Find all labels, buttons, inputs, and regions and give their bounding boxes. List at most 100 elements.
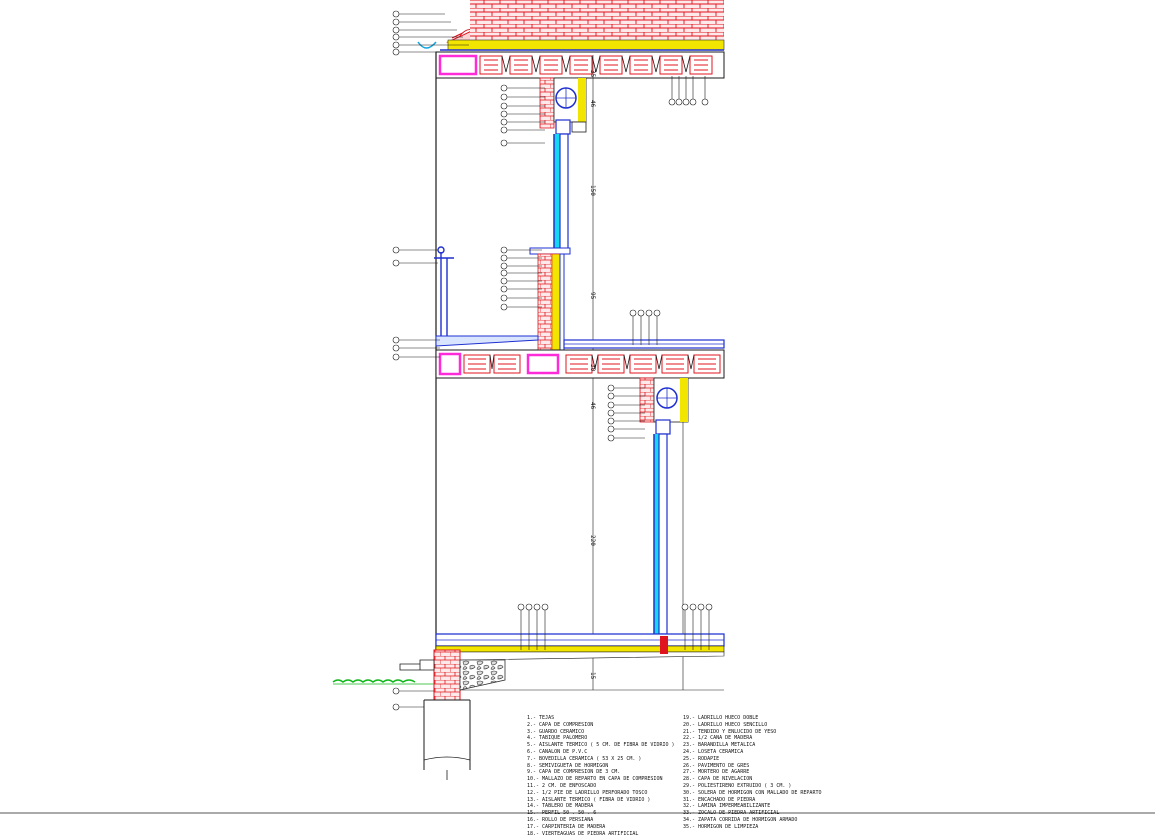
legend-item: 19.- LADRILLO HUECO DOBLE	[683, 715, 759, 721]
legend-item: 20.- LADRILLO HUECO SENCILLO	[683, 721, 768, 728]
legend-item: 6.- CANALON DE P.V.C	[527, 748, 588, 755]
callout-marker	[392, 703, 400, 711]
callout-marker	[689, 98, 697, 106]
callout-marker	[500, 262, 508, 270]
callout-marker	[668, 98, 676, 106]
callout-marker	[392, 336, 400, 344]
legend-item: 32.- LAMINA IMPERMEABILIZANTE	[683, 803, 771, 810]
callout-marker	[629, 309, 637, 317]
legend-item: 7.- BOVEDILLA CERAMICA ( 53 X 25 CM. )	[527, 755, 642, 762]
legend-item: 21.- TENDIDO Y ENLUCIDO DE YESO	[683, 728, 777, 735]
dim-35: 35	[589, 70, 596, 78]
dim-30: 30	[589, 364, 596, 372]
intermediate-slab	[435, 349, 725, 379]
legend-item: 2.- CAPA DE COMPRESION	[527, 721, 594, 728]
callout-marker	[607, 417, 615, 425]
lower-lintel	[639, 377, 689, 435]
legend-item: 17.- CARPINTERIA DE MADERA	[527, 823, 606, 830]
legend-item: 13.- AISLANTE TERMICO ( FIBRA DE VIDRIO …	[527, 796, 651, 803]
legend-item: 24.- LOSETA CERAMICA	[683, 748, 744, 755]
callout-marker	[697, 603, 705, 611]
legend-item: 23.- BARANDILLA METALICA	[683, 742, 756, 749]
legend-item: 28.- CAPA DE NIVELACION	[683, 776, 753, 783]
callout-marker	[541, 603, 549, 611]
callout-marker	[653, 309, 661, 317]
dim-46b: 46	[589, 402, 596, 410]
legend-item: 12.- 1/2 PIE DE LADRILLO PERFORADO TOSCO	[527, 789, 648, 796]
callout-marker	[525, 603, 533, 611]
legend-item: 4.- TABIQUE PALOMERO	[527, 735, 588, 742]
callout-marker	[682, 98, 690, 106]
callout-marker	[500, 139, 508, 147]
legend-item: 33.- ZOCALO DE PIEDRA ARTIFICIAL	[683, 810, 780, 817]
foundation	[399, 649, 506, 780]
section-drawing: 35 46 150 95 30 46 220 15	[0, 0, 1155, 814]
callout-marker	[500, 294, 508, 302]
callout-marker	[392, 687, 400, 695]
lower-window	[653, 433, 668, 635]
callout-marker	[675, 98, 683, 106]
callout-marker	[500, 84, 508, 92]
callout-marker	[392, 259, 400, 267]
callout-marker	[607, 392, 615, 400]
legend-item: 35.- HORMIGON DE LIMPIEZA	[683, 823, 759, 830]
upper-parapet	[529, 247, 571, 351]
upper-lintel	[539, 77, 587, 135]
callout-marker	[607, 434, 615, 442]
metal-railing	[434, 246, 454, 342]
callouts	[392, 10, 713, 711]
legend-item: 11.- 2 CM. DE ENFOSCADO	[527, 782, 597, 789]
callout-marker	[392, 344, 400, 352]
callout-marker	[500, 110, 508, 118]
legend-item: 18.- VIERTEAGUAS DE PIEDRA ARTIFICIAL	[527, 830, 639, 837]
legend-item: 30.- SOLERA DE HORMIGON CON MALLADO DE R…	[683, 789, 822, 796]
terrain-grass	[332, 679, 416, 683]
callout-marker	[607, 384, 615, 392]
callout-marker	[500, 269, 508, 277]
legend-item: 29.- POLIESTIRENO EXTRUIDO ( 3 CM. )	[683, 782, 792, 789]
callout-marker	[500, 277, 508, 285]
callout-marker	[392, 353, 400, 361]
legend-item: 8.- SEMIVIGUETA DE HORMIGON	[527, 762, 609, 769]
callout-marker	[392, 41, 400, 49]
roof-brick-wall	[470, 0, 724, 40]
callout-marker	[392, 26, 400, 34]
upper-floor-finish	[435, 335, 725, 349]
pvc-gutter	[417, 41, 437, 49]
callout-marker	[392, 246, 400, 254]
callout-marker	[689, 603, 697, 611]
upper-window	[553, 133, 569, 251]
legend-item: 31.- ENCACHADO DE PIEDRA	[683, 796, 756, 803]
callout-marker	[701, 98, 709, 106]
callout-marker	[392, 10, 400, 18]
callout-marker	[500, 93, 508, 101]
callout-marker	[607, 425, 615, 433]
legend-item: 16.- ROLLO DE PERSIANA	[527, 816, 594, 823]
callout-marker	[500, 118, 508, 126]
callout-marker	[681, 603, 689, 611]
legend-item: 10.- MALLAZO DE REPARTO EN CAPA DE COMPR…	[527, 776, 663, 783]
legend-item: 14.- TABLERO DE MADERA	[527, 803, 594, 810]
dim-46: 46	[589, 100, 596, 108]
dim-150: 150	[589, 185, 596, 196]
roof-slab	[435, 51, 725, 79]
callout-marker	[607, 401, 615, 409]
dim-95: 95	[589, 292, 596, 300]
callout-marker	[500, 126, 508, 134]
ground-floor	[435, 633, 725, 661]
legend-item: 5.- AISLANTE TERMICO ( 5 CM. DE FIBRA DE…	[527, 742, 675, 749]
dim-220: 220	[589, 535, 596, 546]
callout-marker	[705, 603, 713, 611]
legend-item: 34.- ZAPATA CORRIDA DE HORMIGON ARMADO	[683, 816, 798, 823]
legend-item: 26.- PAVIMENTO DE GRES	[683, 762, 750, 769]
callout-marker	[500, 285, 508, 293]
callout-marker	[392, 48, 400, 56]
callout-marker	[500, 102, 508, 110]
legend-item: 22.- 1/2 CANA DE MADERA	[683, 735, 753, 742]
callout-marker	[533, 603, 541, 611]
legend-item: 15.- PERFIL 50 . 50 . 6	[527, 810, 597, 817]
dim-15: 15	[589, 672, 596, 680]
legend-item: 25.- RODAPIE	[683, 755, 720, 762]
